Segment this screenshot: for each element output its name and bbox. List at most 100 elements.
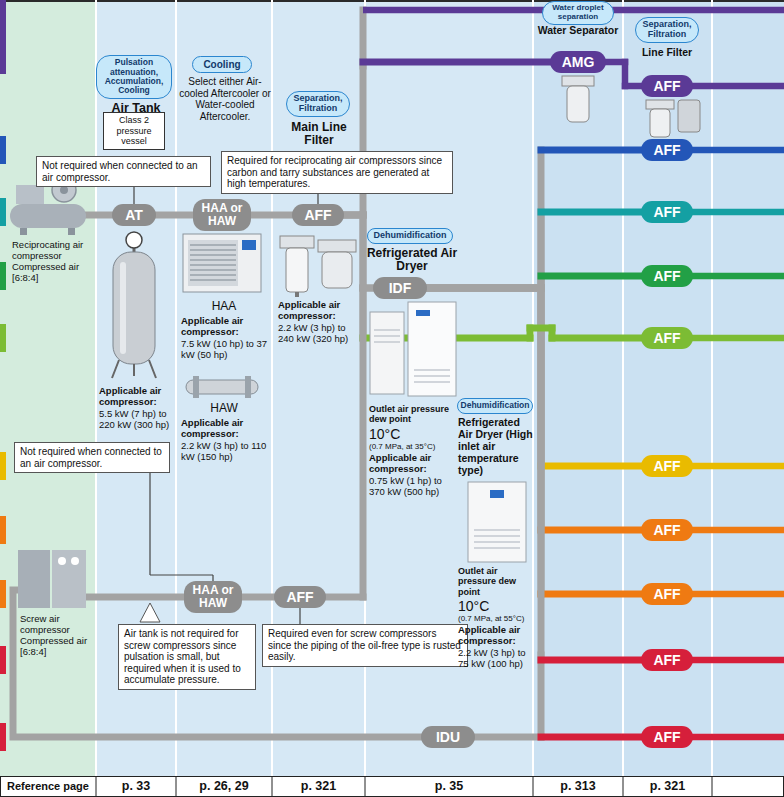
pipe-line bbox=[427, 285, 541, 292]
node-text: HAA or HAW bbox=[197, 202, 247, 228]
line-color-tabs bbox=[0, 580, 6, 608]
node-text: Water droplet separation bbox=[546, 4, 610, 22]
node-text: IDU bbox=[436, 730, 460, 745]
component-symbol: AFF bbox=[641, 455, 693, 477]
callout-box: Not required when connected to an air co… bbox=[14, 442, 170, 473]
screw-compressor-icon bbox=[58, 557, 66, 565]
line-color-tabs bbox=[0, 516, 6, 544]
table-cell-text: p. 313 bbox=[533, 779, 623, 793]
main-line-filter-figure bbox=[286, 248, 308, 292]
label-text: 10°C bbox=[369, 426, 457, 442]
high-temperature-dryer-figure bbox=[468, 482, 526, 562]
pipe-line bbox=[475, 737, 641, 738]
high-temperature-dryer-figure bbox=[490, 490, 504, 498]
label-text: Applicable air compressor: bbox=[278, 300, 360, 322]
node-text: Dehumidification bbox=[461, 401, 530, 410]
pipe-line bbox=[538, 150, 545, 288]
label-text: 2.2 kW (3 hp) to 240 kW (320 hp) bbox=[278, 323, 360, 345]
label-text: Outlet air pressure dew point bbox=[369, 404, 457, 425]
pipe-line bbox=[156, 212, 193, 219]
label-text: Applicable air compressor: bbox=[181, 316, 271, 338]
label-text: Reciprocating air compressor Compressed … bbox=[12, 240, 94, 284]
node-text: AFF bbox=[653, 269, 680, 284]
table-cell-text: p. 26, 29 bbox=[176, 779, 272, 793]
main-line-filter-figure bbox=[322, 252, 352, 288]
air-tank-figure bbox=[113, 252, 155, 364]
reference-row bbox=[1, 777, 784, 797]
leader-line bbox=[150, 574, 213, 575]
label-text: 10°C bbox=[458, 598, 534, 614]
pipe-line bbox=[363, 59, 550, 66]
label-text: Refrigerated Air Dryer bbox=[366, 247, 458, 273]
label-text: Applicable air compressor: bbox=[369, 453, 457, 475]
node-text: Separation, Filtration bbox=[290, 94, 346, 114]
node-text: Not required when connected to an air co… bbox=[42, 160, 205, 183]
main-line-filter-figure bbox=[295, 292, 299, 297]
node-text: Air tank is not required for screw compr… bbox=[124, 628, 250, 686]
label-text: Air Tank bbox=[96, 101, 176, 115]
column-grounds bbox=[0, 0, 784, 2]
leader-line bbox=[133, 187, 134, 204]
air-tank-figure bbox=[126, 232, 142, 248]
pipe-line bbox=[541, 463, 641, 470]
label-text: HAW bbox=[180, 402, 268, 416]
line-color-tabs bbox=[0, 452, 6, 480]
node-text: AT bbox=[125, 208, 143, 223]
air-cooled-aftercooler-figure bbox=[242, 240, 256, 250]
label-text: Water Separator bbox=[535, 24, 621, 36]
line-color-tabs bbox=[0, 262, 6, 290]
label-text: Applicable air compressor: bbox=[181, 418, 271, 440]
label-text: Select either Air-cooled Aftercooler or … bbox=[178, 76, 272, 122]
node-text: Cooling bbox=[203, 59, 240, 70]
node-text: AFF bbox=[286, 590, 313, 605]
node-text: Required even for screw compressors sinc… bbox=[268, 628, 462, 663]
table-cell-text: Reference page bbox=[2, 780, 94, 793]
reciprocating-compressor-icon bbox=[20, 228, 27, 235]
refrigerated-dryer-figure bbox=[416, 310, 430, 316]
leader-line bbox=[318, 194, 319, 205]
label-text: 5.5 kW (7 hp) to 220 kW (300 hp) bbox=[99, 409, 175, 431]
air-tank-figure bbox=[112, 360, 156, 378]
node-text: Separation, Filtration bbox=[639, 20, 695, 40]
node-text: Required for reciprocating air compresso… bbox=[227, 155, 447, 190]
screw-compressor-icon bbox=[71, 557, 79, 565]
air-cooled-aftercooler-figure bbox=[183, 234, 261, 292]
pipe-line bbox=[251, 215, 292, 216]
table-cell-text: p. 35 bbox=[365, 779, 533, 793]
component-symbol: AFF bbox=[641, 201, 693, 223]
component-symbol: AFF bbox=[641, 327, 693, 349]
component-symbol: AFF bbox=[641, 649, 693, 671]
node-text: AFF bbox=[653, 79, 680, 94]
component-symbol: AFF bbox=[641, 139, 693, 161]
callout-box: Air tank is not required for screw compr… bbox=[118, 624, 256, 690]
table-cell-text: p. 321 bbox=[623, 779, 712, 793]
line-color-tabs bbox=[0, 136, 6, 164]
component-symbol: AMG bbox=[550, 51, 606, 73]
line-color-tabs bbox=[0, 0, 6, 751]
note-box: Class 2 pressure vessel bbox=[103, 112, 165, 149]
function-bubble: Dehumidification bbox=[457, 398, 533, 413]
pipe-line bbox=[541, 591, 641, 598]
pipe-line bbox=[606, 62, 641, 86]
air-cooled-aftercooler-figure bbox=[190, 245, 236, 280]
leader-line bbox=[317, 194, 318, 205]
air-cooled-aftercooler-figure bbox=[183, 234, 261, 292]
line-filter-figure bbox=[646, 100, 700, 137]
node-text: AFF bbox=[653, 653, 680, 668]
leader-line bbox=[149, 473, 150, 575]
pipe-line bbox=[242, 597, 274, 598]
node-text: IDF bbox=[389, 281, 412, 296]
pipe-line bbox=[541, 147, 641, 154]
pipe-line bbox=[427, 285, 541, 292]
component-symbol: AFF bbox=[274, 586, 326, 608]
refrigerated-dryer-figure bbox=[370, 312, 404, 394]
pipe-line bbox=[427, 150, 641, 288]
node-text: Pulsation attenuation, Accumulation, Coo… bbox=[100, 58, 168, 95]
water-cooled-aftercooler-figure bbox=[186, 376, 258, 398]
table-cell-text: p. 321 bbox=[272, 779, 365, 793]
label-text: Screw air compressor Compressed air [6:8… bbox=[20, 614, 94, 658]
component-symbol: IDF bbox=[373, 277, 427, 299]
pipe-line bbox=[625, 83, 641, 90]
